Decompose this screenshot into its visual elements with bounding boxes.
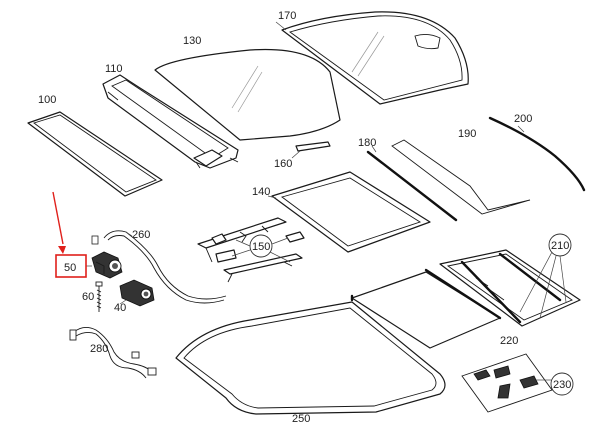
label-280: 280 xyxy=(90,343,108,355)
label-100: 100 xyxy=(38,94,56,106)
part-40-motor[interactable] xyxy=(119,279,155,307)
part-230-clips[interactable] xyxy=(461,353,553,413)
label-200: 200 xyxy=(514,113,532,125)
part-280-harness[interactable] xyxy=(69,327,157,379)
part-260-cable[interactable] xyxy=(103,230,227,304)
part-140-seal-frame[interactable] xyxy=(271,171,431,253)
label-220: 220 xyxy=(500,335,518,347)
label-60: 60 xyxy=(82,291,94,303)
label-150: 150 xyxy=(252,241,270,253)
label-140: 140 xyxy=(252,186,270,198)
pointer-arrow-icon xyxy=(58,246,66,254)
label-110: 110 xyxy=(105,63,123,75)
label-160: 160 xyxy=(274,158,292,170)
label-260: 260 xyxy=(132,229,150,241)
part-180-seal-strip[interactable] xyxy=(366,150,458,222)
part-220-sunshade[interactable] xyxy=(350,268,502,349)
label-130: 130 xyxy=(183,35,201,47)
part-250-headliner-frame[interactable] xyxy=(175,301,446,415)
callout-circle-230 xyxy=(550,372,574,396)
part-150-guides[interactable] xyxy=(197,217,305,283)
part-10-fastener[interactable] xyxy=(91,235,99,245)
label-210: 210 xyxy=(551,240,569,252)
part-50-motor[interactable] xyxy=(91,251,123,279)
part-160-bar[interactable] xyxy=(295,141,331,152)
part-110-frame[interactable] xyxy=(102,74,239,169)
part-60-screw[interactable] xyxy=(95,281,103,312)
label-180: 180 xyxy=(358,137,376,149)
part-190-rail[interactable] xyxy=(391,139,531,215)
label-250: 250 xyxy=(292,413,310,425)
part-210-mechanism-frame[interactable] xyxy=(439,249,581,327)
part-200-long-seal[interactable] xyxy=(488,116,586,192)
part-130-glass-panel[interactable] xyxy=(154,48,341,141)
part-170-roof-glass[interactable] xyxy=(281,11,469,105)
part-100-glass-strip[interactable] xyxy=(27,111,163,197)
label-230: 230 xyxy=(553,379,571,391)
label-190: 190 xyxy=(458,128,476,140)
label-170: 170 xyxy=(278,10,296,22)
label-40: 40 xyxy=(114,302,126,314)
pointer-arrow-line xyxy=(52,191,64,245)
label-50: 50 xyxy=(64,262,76,274)
highlight-box-50 xyxy=(55,254,87,278)
